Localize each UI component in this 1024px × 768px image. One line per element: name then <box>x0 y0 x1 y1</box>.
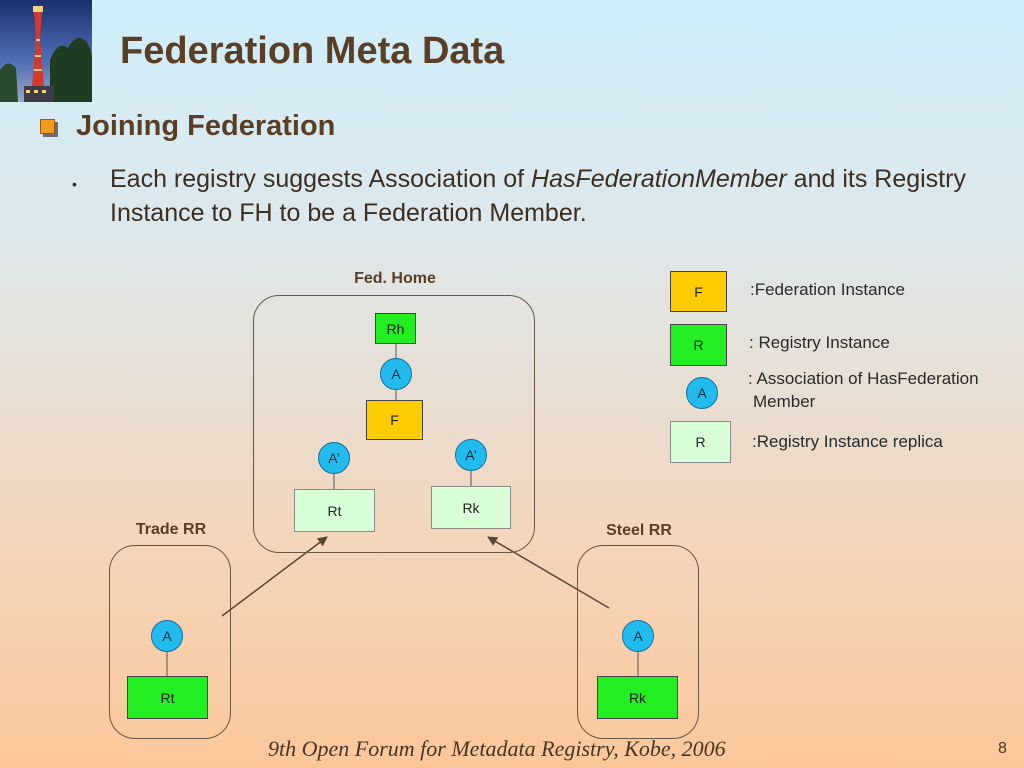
bullet-text: Each registry suggests Association of Ha… <box>110 162 1010 230</box>
fed-home-label: Fed. Home <box>354 270 436 287</box>
legend-registry-symbol: R <box>670 324 727 366</box>
section-heading: Joining Federation <box>76 110 336 142</box>
tower-illustration <box>0 0 92 102</box>
rk-registry-replica: Rk <box>431 486 511 529</box>
legend-association-text-line1: : Association of HasFederation <box>748 369 979 388</box>
bullet-square-icon <box>40 119 55 134</box>
kobe-tower-photo <box>0 0 92 102</box>
steel-rr-registry-instance: Rk <box>597 676 678 719</box>
trade-rr-registry-instance: Rt <box>127 676 208 719</box>
steel-rr-label: Steel RR <box>606 522 672 539</box>
trade-rr-association: A <box>151 620 183 652</box>
bullet-text-start: Each registry suggests Association of <box>110 165 532 193</box>
legend-replica-text: :Registry Instance replica <box>752 432 943 451</box>
legend-replica-symbol: R <box>670 421 731 463</box>
steel-rr-association: A <box>622 620 654 652</box>
bullet-text-emphasis: HasFederationMember <box>531 165 787 193</box>
federation-instance: F <box>366 400 423 440</box>
legend-association-text-line2: Member <box>753 392 816 411</box>
trade-rr-region <box>109 545 231 739</box>
legend-federation-text: :Federation Instance <box>750 280 905 299</box>
legend-registry-text: : Registry Instance <box>749 333 890 352</box>
rt-registry-replica: Rt <box>294 489 375 532</box>
association-replica-right: A’ <box>455 439 487 471</box>
footer-text: 9th Open Forum for Metadata Registry, Ko… <box>268 736 726 761</box>
slide-title: Federation Meta Data <box>120 30 505 72</box>
legend-federation-symbol: F <box>670 271 727 312</box>
bullet-dot-icon: • <box>72 176 77 192</box>
association-replica-left: A’ <box>318 442 350 474</box>
fed-home-region <box>253 295 535 553</box>
rh-registry-instance: Rh <box>375 313 416 344</box>
legend-association-symbol: A <box>686 377 718 409</box>
page-number: 8 <box>998 740 1007 757</box>
fed-home-association: A <box>380 358 412 390</box>
bullet-text-end: and its Registry Instance to FH to be a … <box>110 165 966 227</box>
steel-rr-region <box>577 545 699 739</box>
trade-rr-label: Trade RR <box>135 521 207 538</box>
